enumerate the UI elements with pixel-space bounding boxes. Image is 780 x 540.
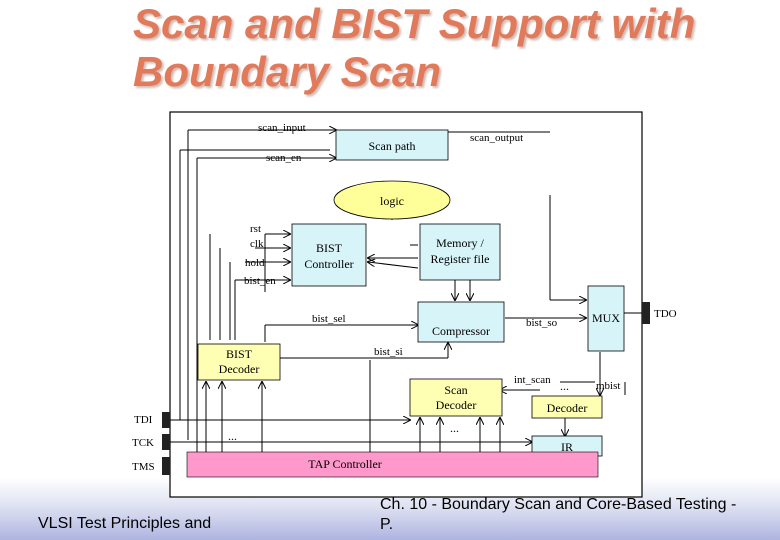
footer-right-text: Ch. 10 - Boundary Scan and Core-Based Te…	[380, 496, 737, 533]
scan-path-block	[335, 129, 449, 161]
signal-bist-en: bist_en	[244, 275, 276, 287]
ir-label: IR	[561, 440, 573, 454]
signal-bist-si: bist_si	[374, 346, 403, 358]
scan-decoder-label-2: Decoder	[436, 398, 477, 412]
logic-label: logic	[380, 194, 404, 208]
slide-title: Scan and BIST Support with Boundary Scan	[133, 0, 695, 96]
ellipsis-int-scan: ...	[560, 379, 569, 393]
tck-pin	[162, 434, 170, 450]
decoder-label: Decoder	[547, 401, 588, 415]
bist-decoder-block	[197, 343, 281, 381]
scan-path-label: Scan path	[369, 139, 416, 153]
title-line-1: Scan and BIST Support with	[133, 0, 696, 47]
memory-block	[419, 223, 501, 281]
signal-tdi: TDI	[134, 414, 153, 426]
signal-bist-so: bist_so	[526, 317, 558, 329]
signal-mbist: mbist	[596, 380, 620, 392]
wires	[170, 130, 642, 466]
signal-scan-en: scan_en	[266, 152, 302, 164]
scan-decoder-block	[409, 378, 503, 417]
signal-tms: TMS	[132, 461, 155, 473]
decoder-block	[531, 395, 603, 419]
compressor-block	[417, 301, 505, 343]
signal-tdo: TDO	[654, 308, 677, 320]
tms-pin	[162, 457, 170, 475]
bist-decoder-label-1: BIST	[226, 347, 253, 361]
logic-block	[333, 180, 451, 220]
title-line-2: Boundary Scan	[133, 48, 442, 95]
memory-label-1: Memory /	[436, 236, 484, 250]
bist-decoder-label-2: Decoder	[219, 362, 260, 376]
tdo-pin	[642, 302, 650, 324]
signal-rst: rst	[250, 223, 261, 235]
footer-left-text: VLSI Test Principles and	[38, 515, 212, 532]
mux-label: MUX	[592, 311, 620, 325]
scan-decoder-label-1: Scan	[444, 383, 467, 397]
signal-scan-input: scan_input	[258, 122, 306, 134]
signal-hold: hold	[245, 257, 265, 269]
signal-scan-output: scan_output	[470, 132, 523, 144]
mux-block	[587, 285, 625, 352]
ellipsis-tap-left: ...	[228, 429, 237, 443]
tdi-pin	[162, 412, 170, 428]
bist-controller-label-2: Controller	[304, 257, 353, 271]
bist-controller-block	[291, 223, 367, 287]
tap-controller-label: TAP Controller	[308, 457, 382, 471]
bist-controller-label-1: BIST	[316, 241, 343, 255]
signal-clk: clk	[250, 238, 264, 250]
tap-controller-block	[186, 451, 599, 478]
signal-bist-sel: bist_sel	[312, 313, 346, 325]
signal-tck: TCK	[132, 437, 154, 449]
compressor-label: Compressor	[432, 324, 490, 338]
signal-int-scan: int_scan	[514, 374, 551, 386]
ellipsis-tap-right: ...	[450, 421, 459, 435]
memory-label-2: Register file	[431, 252, 490, 266]
